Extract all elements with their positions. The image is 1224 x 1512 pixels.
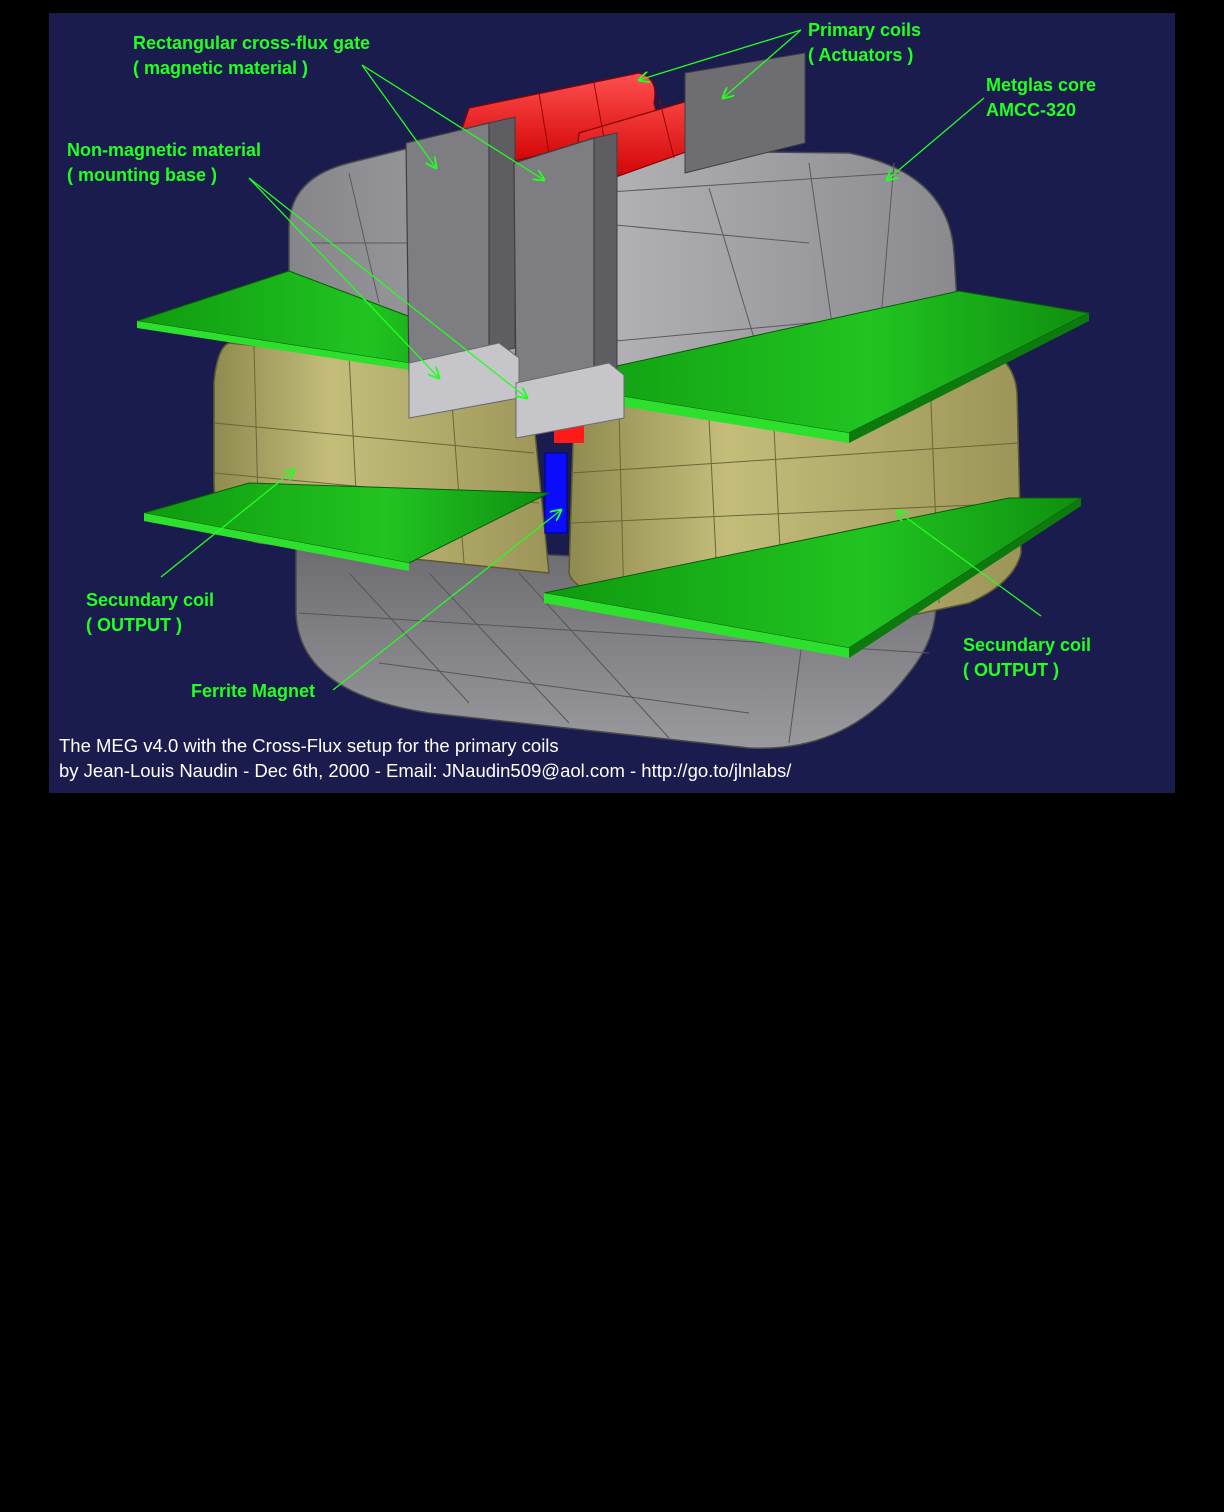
label-secundary-right-line2: ( OUTPUT ) bbox=[963, 660, 1059, 680]
mounting-base-left bbox=[408, 342, 520, 419]
label-rect-gate-line2: ( magnetic material ) bbox=[133, 58, 309, 78]
plate-lower-right-edge bbox=[544, 593, 849, 658]
label-primary-coils-line1: Primary coils bbox=[808, 20, 922, 40]
plate-lower-left bbox=[143, 482, 550, 564]
label-metglas-core-line1: Metglas core bbox=[986, 75, 1097, 95]
plate-lower-right-side bbox=[849, 498, 1081, 658]
caption-line1: The MEG v4.0 with the Cross-Flux setup f… bbox=[59, 735, 559, 756]
label-primary-coils-line2: ( Actuators ) bbox=[808, 45, 914, 65]
label-secundary-left-line2: ( OUTPUT ) bbox=[86, 615, 182, 635]
plate-lower-left-edge bbox=[144, 513, 409, 571]
pointer-lines bbox=[160, 29, 1042, 691]
cross-flux-gate-back bbox=[684, 52, 806, 174]
pointer-gate-right bbox=[361, 64, 544, 180]
pointer-primary-left bbox=[639, 29, 802, 80]
pointer-secundary-right bbox=[897, 511, 1042, 617]
label-ferrite-magnet: Ferrite Magnet bbox=[191, 681, 316, 701]
label-metglas-core-line2: AMCC-320 bbox=[986, 100, 1077, 120]
pointer-base-left bbox=[248, 177, 439, 378]
cross-flux-gate-left-side bbox=[488, 116, 516, 354]
meg-diagram: Rectangular cross-flux gate ( magnetic m… bbox=[49, 13, 1175, 793]
cross-flux-gate-right-side bbox=[593, 132, 618, 374]
label-non-magnetic: Non-magnetic material ( mounting base ) bbox=[67, 138, 261, 188]
cross-flux-gate-right bbox=[513, 137, 595, 394]
caption-line2: by Jean-Louis Naudin - Dec 6th, 2000 - E… bbox=[59, 760, 792, 781]
pointer-ferrite bbox=[332, 510, 561, 691]
pointer-base-right bbox=[248, 177, 527, 398]
label-secundary-left: Secundary coil ( OUTPUT ) bbox=[86, 588, 214, 638]
pointer-primary-right bbox=[723, 29, 802, 98]
label-primary-coils: Primary coils ( Actuators ) bbox=[808, 18, 921, 68]
pointer-metglas bbox=[887, 97, 985, 180]
meg-illustration bbox=[136, 29, 1091, 750]
pointer-gate-left bbox=[361, 64, 436, 168]
plate-upper-right-side bbox=[849, 313, 1089, 443]
label-non-magnetic-line1: Non-magnetic material bbox=[67, 140, 262, 160]
label-secundary-right: Secundary coil ( OUTPUT ) bbox=[963, 633, 1091, 683]
label-metglas-core: Metglas core AMCC-320 bbox=[986, 73, 1096, 123]
label-non-magnetic-line2: ( mounting base ) bbox=[67, 165, 217, 185]
label-secundary-right-line1: Secundary coil bbox=[963, 635, 1092, 655]
label-rect-gate: Rectangular cross-flux gate ( magnetic m… bbox=[133, 31, 370, 81]
pointer-secundary-left bbox=[160, 470, 294, 578]
label-secundary-left-line1: Secundary coil bbox=[86, 590, 215, 610]
mounting-base-right bbox=[515, 362, 625, 439]
label-rect-gate-line1: Rectangular cross-flux gate bbox=[133, 33, 371, 53]
plate-upper-left-edge bbox=[137, 321, 409, 370]
